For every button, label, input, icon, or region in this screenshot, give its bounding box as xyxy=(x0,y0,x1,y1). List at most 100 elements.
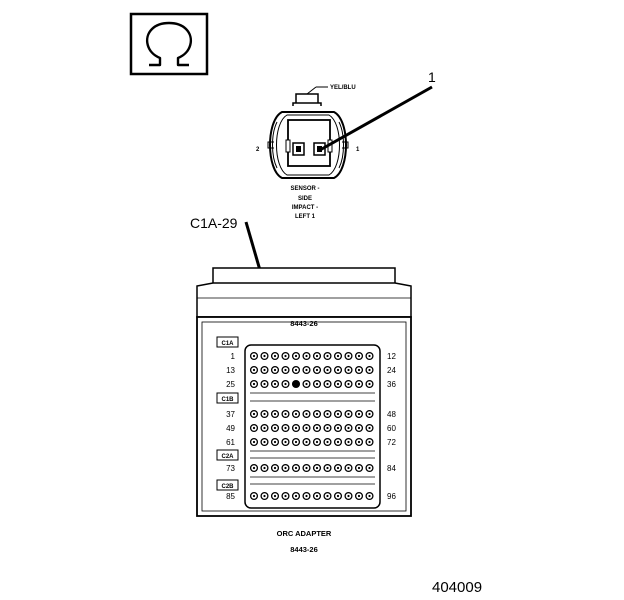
pin-contact xyxy=(284,426,287,430)
pin-contact xyxy=(305,368,308,372)
adapter-caption: ORC ADAPTER xyxy=(277,529,332,538)
pin-contact xyxy=(273,440,277,444)
pin-contact xyxy=(294,368,298,372)
pin-contact xyxy=(347,494,350,498)
connector-tag: C1A xyxy=(221,341,234,347)
pin-contact xyxy=(305,354,308,358)
pin-contact xyxy=(368,382,371,386)
pin-contact xyxy=(273,382,277,386)
pin-contact xyxy=(263,494,266,498)
pin-contact xyxy=(357,426,361,430)
pin-contact xyxy=(284,466,287,470)
row-start-number: 73 xyxy=(226,464,235,473)
pin-contact xyxy=(273,426,277,430)
pin-contact xyxy=(273,466,277,470)
pin-contact xyxy=(347,368,350,372)
connector-tag-box xyxy=(216,336,239,348)
row-end-number: 60 xyxy=(387,424,396,433)
pin-contact xyxy=(347,412,350,416)
connector-tag: C1B xyxy=(221,397,234,403)
wire-color-label: YEL/BLU xyxy=(330,85,356,91)
pin-contact xyxy=(368,368,371,372)
pin-contact xyxy=(336,494,340,498)
pin-contact xyxy=(326,440,329,444)
callout-terminal-label: C1A-29 xyxy=(190,215,238,231)
pin-contact xyxy=(336,382,340,386)
pin-contact xyxy=(368,412,371,416)
pin-contact xyxy=(336,354,340,358)
pin-contact xyxy=(326,412,329,416)
pin-contact xyxy=(347,466,350,470)
callout-1-number: 1 xyxy=(428,69,436,85)
pin-contact xyxy=(263,440,266,444)
pin-contact xyxy=(357,382,361,386)
row-start-number: 37 xyxy=(226,410,235,419)
pin-contact xyxy=(315,382,319,386)
pin-contact xyxy=(305,440,308,444)
pin-contact xyxy=(263,382,266,386)
pin-contact xyxy=(315,412,319,416)
row-end-number: 36 xyxy=(387,380,396,389)
sensor-connector xyxy=(267,86,349,179)
ohmmeter-symbol xyxy=(129,12,209,76)
pin-contact xyxy=(273,354,277,358)
row-start-number: 61 xyxy=(226,438,235,447)
pin-contact xyxy=(284,368,287,372)
pin-contact xyxy=(326,382,329,386)
pin-contact xyxy=(263,368,266,372)
omega-icon xyxy=(145,21,193,67)
pin-contact xyxy=(252,440,256,444)
pin-1-label: 1 xyxy=(356,147,360,153)
pin-contact xyxy=(368,466,371,470)
pin-contact xyxy=(315,354,319,358)
pin-contact xyxy=(273,368,277,372)
pin-contact xyxy=(326,494,329,498)
pin-contact xyxy=(368,354,371,358)
svg-text:SENSOR -: SENSOR - xyxy=(290,186,319,192)
pin-contact xyxy=(326,354,329,358)
pin-contact xyxy=(284,440,287,444)
adapter-caption-part: 8443-26 xyxy=(290,545,318,554)
pin-contact xyxy=(347,426,350,430)
pin-contact xyxy=(263,466,266,470)
pin-contact xyxy=(357,354,361,358)
pin-grid xyxy=(249,351,375,501)
svg-text:IMPACT -: IMPACT - xyxy=(292,205,318,211)
pin-contact xyxy=(263,354,266,358)
pin-contact xyxy=(357,466,361,470)
svg-text:LEFT 1: LEFT 1 xyxy=(295,214,316,220)
row-end-number: 48 xyxy=(387,410,396,419)
connector-tag-box xyxy=(216,449,239,461)
pin-contact xyxy=(305,426,308,430)
row-end-number: 96 xyxy=(387,492,396,501)
pin-contact xyxy=(252,382,256,386)
pin-contact xyxy=(336,466,340,470)
row-end-number: 84 xyxy=(387,464,396,473)
row-end-number: 12 xyxy=(387,352,396,361)
row-start-number: 1 xyxy=(231,352,236,361)
pin-contact xyxy=(252,354,256,358)
pin-contact xyxy=(336,412,340,416)
pin-contact xyxy=(347,440,350,444)
pin-contact xyxy=(336,426,340,430)
connector-tag-box xyxy=(216,392,239,404)
sensor-caption: SENSOR - SIDE IMPACT - LEFT 1 xyxy=(290,186,319,220)
pin-contact xyxy=(336,368,340,372)
row-start-number: 85 xyxy=(226,492,235,501)
row-start-number: 25 xyxy=(226,380,235,389)
connector-tag-box xyxy=(216,479,239,491)
pin-contact xyxy=(294,466,298,470)
pin-contact xyxy=(294,440,298,444)
pin-contact xyxy=(294,426,298,430)
pin-contact xyxy=(368,426,371,430)
pin-contact xyxy=(305,382,308,386)
pin-contact xyxy=(326,426,329,430)
row-start-number: 49 xyxy=(226,424,235,433)
pin-contact xyxy=(357,440,361,444)
pin-contact xyxy=(357,368,361,372)
pin-contact xyxy=(284,354,287,358)
pin-contact xyxy=(357,494,361,498)
